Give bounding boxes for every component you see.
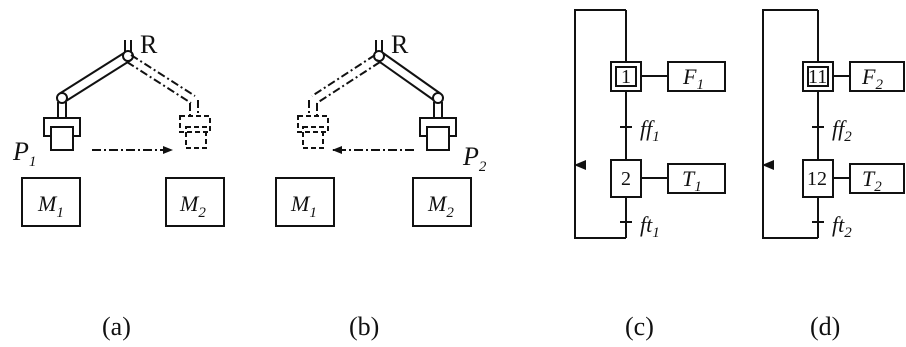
loop-line [762, 9, 818, 239]
transition-label-2: ft1 [640, 212, 660, 241]
svg-text:M2: M2 [179, 191, 206, 221]
svg-text:2: 2 [621, 168, 631, 190]
initial-step: 11 [802, 61, 834, 92]
robot-joint-elbow [432, 92, 444, 104]
gripper-solid [419, 117, 457, 151]
svg-text:T2: T2 [862, 166, 882, 195]
robot-label: R [391, 30, 409, 59]
step-box: 2 [610, 159, 642, 198]
initial-step: 1 [610, 61, 642, 92]
robot-wrist [433, 102, 443, 118]
svg-text:F1: F1 [682, 64, 704, 93]
transition-label-1: ff1 [640, 116, 660, 145]
svg-text:F2: F2 [861, 64, 883, 93]
action-box-step: T2 [849, 163, 905, 195]
position-label: P2 [462, 142, 487, 175]
action-box-initial: F2 [849, 61, 905, 93]
robot-joint-top [373, 50, 385, 62]
panel-b: R P2 M1 M2 (b) [275, 30, 487, 341]
svg-text:M1: M1 [37, 191, 64, 221]
svg-text:T1: T1 [682, 166, 702, 195]
gripper-dashed [297, 115, 329, 149]
gripper-solid [43, 117, 81, 151]
panel-a: R P1 M1 M2 (a) [12, 30, 225, 341]
svg-text:11: 11 [808, 66, 827, 88]
svg-text:12: 12 [807, 168, 827, 190]
robot-joint-elbow [56, 92, 68, 104]
loop-line [574, 9, 626, 239]
caption-a: (a) [102, 312, 131, 341]
action-box-initial: F1 [667, 61, 726, 93]
svg-text:1: 1 [621, 66, 631, 88]
transition-label-2: ft2 [832, 212, 852, 241]
svg-text:M1: M1 [290, 191, 317, 221]
robot-arm-dashed [308, 54, 381, 116]
machine-m1: M1 [275, 177, 335, 227]
caption-b: (b) [349, 312, 379, 341]
gripper-dashed [179, 115, 211, 149]
svg-text:M2: M2 [427, 191, 454, 221]
caption-d: (d) [810, 312, 840, 341]
robot-wrist [57, 102, 67, 118]
machine-m2: M2 [412, 177, 472, 227]
robot-label: R [140, 30, 158, 59]
transition-label-1: ff2 [832, 116, 852, 145]
robot-arm-solid [376, 52, 442, 102]
machine-m2: M2 [165, 177, 225, 227]
robot-arm-dashed [126, 54, 199, 116]
caption-c: (c) [625, 312, 654, 341]
panel-d: 11 F2 ff2 12 T2 ft2 (d) [762, 9, 905, 341]
position-label: P1 [12, 137, 36, 170]
action-box-step: T1 [667, 163, 726, 195]
panel-c: 1 F1 ff1 2 T1 ft1 (c) [574, 9, 726, 341]
robot-arm-solid [58, 52, 132, 102]
machine-m1: M1 [21, 177, 81, 227]
step-box: 12 [802, 159, 834, 198]
